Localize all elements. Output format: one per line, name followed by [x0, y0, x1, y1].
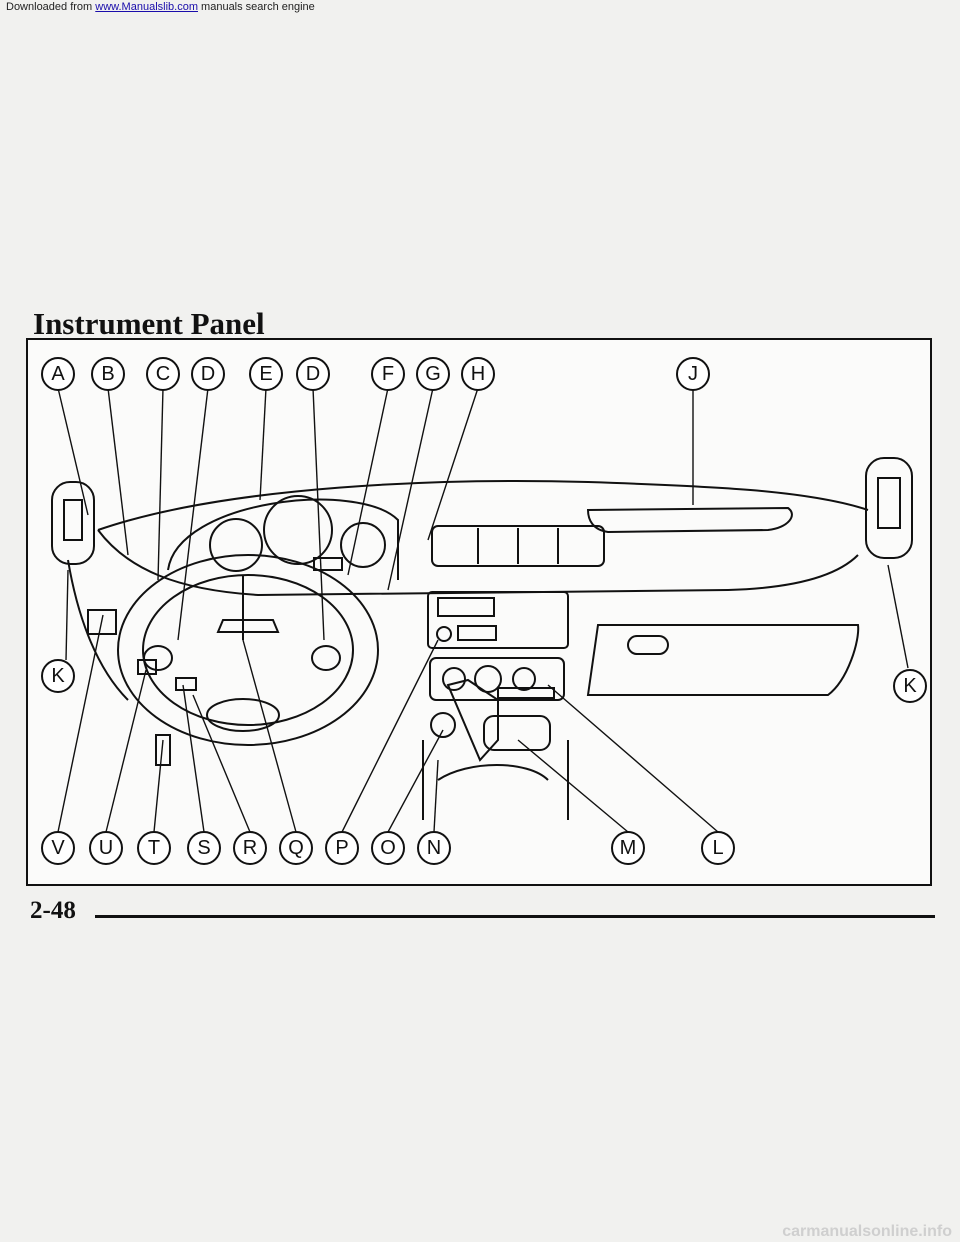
- left-wheel-switch: [143, 645, 173, 671]
- glove-box-latch: [627, 635, 669, 655]
- steering-wheel-rim: [117, 554, 379, 746]
- steering-wheel-inner: [142, 574, 354, 726]
- callout-e: E: [249, 357, 283, 391]
- callout-o: O: [371, 831, 405, 865]
- right-vent-grille: [877, 477, 901, 529]
- headlamp-switch: [87, 609, 117, 635]
- tachometer-gauge: [209, 518, 263, 572]
- fan-knob: [442, 667, 466, 691]
- right-wheel-switch: [311, 645, 341, 671]
- svg-text:D: D: [201, 363, 215, 385]
- callout-r: R: [233, 831, 267, 865]
- top-callouts: A B C D E D F G H J: [41, 357, 710, 391]
- svg-text:O: O: [380, 837, 396, 859]
- svg-text:N: N: [427, 837, 441, 859]
- svg-text:F: F: [382, 363, 394, 385]
- radio-unit: [427, 591, 569, 649]
- callout-a: A: [41, 357, 75, 391]
- wheel-lower-pad: [206, 698, 280, 732]
- callout-f: F: [371, 357, 405, 391]
- ashtray: [483, 715, 551, 751]
- page-number: 2-48: [30, 897, 76, 924]
- instrument-cluster-hood: [167, 498, 399, 580]
- dash-lower-edge: [97, 529, 859, 597]
- center-console: [422, 740, 569, 820]
- temperature-knob: [474, 665, 502, 693]
- svg-text:Q: Q: [288, 837, 304, 859]
- mode-knob: [512, 667, 536, 691]
- svg-text:M: M: [620, 837, 637, 859]
- left-vent-grille: [63, 499, 83, 541]
- manualslib-link[interactable]: www.Manualslib.com: [95, 1, 198, 13]
- svg-text:C: C: [156, 363, 170, 385]
- bowtie-emblem: [216, 619, 280, 633]
- callout-n: N: [417, 831, 451, 865]
- callout-j: J: [676, 357, 710, 391]
- svg-text:P: P: [335, 837, 348, 859]
- svg-text:R: R: [243, 837, 257, 859]
- cupholder: [437, 764, 549, 781]
- fuel-gauge: [340, 522, 386, 568]
- watermark-footer: carmanualsonline.info: [782, 1223, 952, 1240]
- svg-text:K: K: [51, 665, 65, 687]
- download-suffix: manuals search engine: [201, 1, 315, 13]
- instrument-panel-figure: A B C D E D F G H J K K V U T S R Q P O …: [26, 338, 932, 886]
- svg-text:V: V: [51, 837, 65, 859]
- passenger-airbag-outline: [586, 506, 793, 534]
- callout-b: B: [91, 357, 125, 391]
- svg-text:B: B: [101, 363, 114, 385]
- svg-text:K: K: [903, 675, 917, 697]
- callout-c: C: [146, 357, 180, 391]
- odometer-display: [313, 557, 343, 571]
- callout-g: G: [416, 357, 450, 391]
- svg-text:G: G: [425, 363, 441, 385]
- footer-rule: [95, 915, 935, 918]
- callout-q: Q: [279, 831, 313, 865]
- callout-l: L: [701, 831, 735, 865]
- callout-v: V: [41, 831, 75, 865]
- dash-top-edge: [97, 480, 869, 531]
- bottom-callouts: V U T S R Q P O N M L: [41, 831, 735, 865]
- svg-text:H: H: [471, 363, 485, 385]
- left-vent: [51, 481, 95, 565]
- svg-text:E: E: [259, 363, 272, 385]
- leader-lines: [57, 387, 909, 833]
- svg-text:L: L: [712, 837, 723, 859]
- radio-display: [437, 597, 495, 617]
- download-source-line: Downloaded from www.Manualslib.com manua…: [6, 1, 315, 13]
- radio-knob: [436, 626, 452, 642]
- svg-text:J: J: [688, 363, 698, 385]
- glove-box: [586, 624, 860, 696]
- callout-d-left: D: [191, 357, 225, 391]
- callout-m: M: [611, 831, 645, 865]
- svg-text:D: D: [306, 363, 320, 385]
- gear-shifter: [446, 678, 499, 762]
- speedometer-gauge: [263, 495, 333, 565]
- cigarette-lighter: [430, 712, 456, 738]
- callout-k-left: K: [41, 659, 75, 693]
- download-prefix: Downloaded from: [6, 1, 93, 13]
- callout-p: P: [325, 831, 359, 865]
- callout-d-right: D: [296, 357, 330, 391]
- right-vent: [865, 457, 913, 559]
- svg-text:T: T: [148, 837, 160, 859]
- svg-text:A: A: [51, 363, 65, 385]
- svg-text:S: S: [197, 837, 210, 859]
- page-title: Instrument Panel: [33, 306, 265, 341]
- callout-s: S: [187, 831, 221, 865]
- instrument-panel-illustration: A B C D E D F G H J K K V U T S R Q P O …: [41, 357, 927, 865]
- callout-h: H: [461, 357, 495, 391]
- callout-u: U: [89, 831, 123, 865]
- dashboard-drawing: [51, 457, 913, 820]
- callout-k-right: K: [893, 669, 927, 703]
- svg-text:U: U: [99, 837, 113, 859]
- callout-t: T: [137, 831, 171, 865]
- center-vent: [431, 525, 605, 567]
- hood-release: [155, 734, 171, 766]
